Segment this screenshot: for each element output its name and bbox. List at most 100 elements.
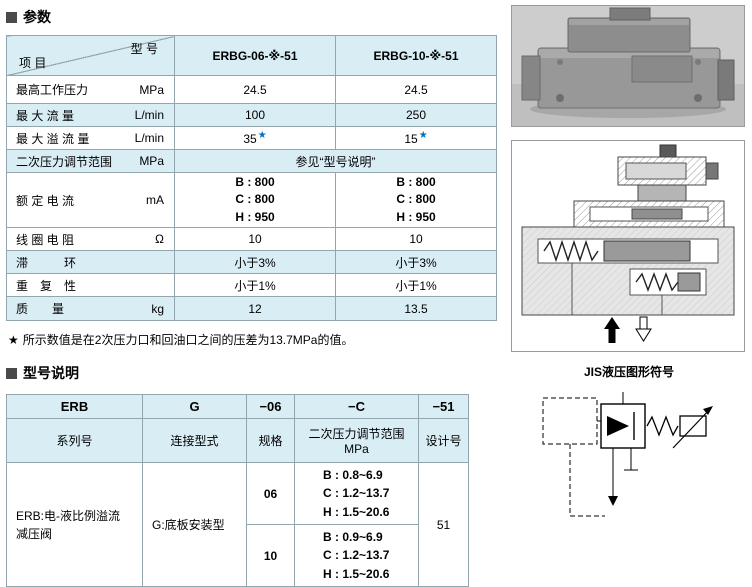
param-label-cell: 质 量 kg <box>6 296 175 322</box>
model-body-row-10: 10 B : 0.9~6.9 C : 1.2~13.7 H : 1.5~20.6 <box>7 524 469 587</box>
param-label-cell: 额 定 电 流 mA <box>6 171 175 229</box>
param-value-cell: 10 <box>174 227 336 252</box>
model-code-table: ERB G −06 −C −51 系列号 连接型式 规格 二次压力调节范围 MP… <box>6 394 469 587</box>
corner-top-label: 型 号 <box>130 42 158 56</box>
param-unit: MPa <box>139 82 164 97</box>
section-heading-model: 型号说明 <box>6 363 500 383</box>
param-unit: mA <box>146 193 164 208</box>
param-label: 额 定 电 流 <box>16 193 75 208</box>
param-value-cell: 35★ <box>174 126 336 150</box>
param-label-cell: 滞 环 <box>6 250 175 275</box>
param-row-max-pressure: 最高工作压力 MPa 24.5 24.5 <box>6 75 497 104</box>
subheader-size: 规格 <box>246 418 295 464</box>
param-label-cell: 重 复 性 <box>6 273 175 298</box>
param-unit: MPa <box>139 154 164 168</box>
corner-bottom-label: 项 目 <box>19 56 47 70</box>
param-label-cell: 最 大 流 量 L/min <box>6 103 175 127</box>
param-value-cell: B : 800 C : 800 H : 950 <box>335 171 497 229</box>
param-label-cell: 最高工作压力 MPa <box>6 75 175 104</box>
param-unit: Ω <box>155 232 164 247</box>
param-value-cell: 100 <box>174 103 336 127</box>
valve-photo <box>511 5 745 127</box>
corner-cell: 型 号 项 目 <box>6 35 175 76</box>
series-description: ERB:电-液比例溢流 减压阀 <box>6 462 143 587</box>
section-title-params: 参数 <box>23 9 51 25</box>
column-header-erbg10: ERBG-10-※-51 <box>335 35 497 76</box>
model-body-row-06: ERB:电-液比例溢流 减压阀 G:底板安装型 06 B : 0.8~6.9 C… <box>6 462 469 587</box>
hydraulic-symbol-image <box>542 392 713 517</box>
param-unit: L/min <box>134 108 164 122</box>
column-header-erbg06: ERBG-06-※-51 <box>174 35 336 76</box>
subheader-range: 二次压力调节范围 MPa <box>294 418 419 464</box>
table-footnote: ★所示数值是在2次压力口和回油口之间的压差为13.7MPa的值。 <box>8 331 500 348</box>
param-value: 15 <box>404 132 418 146</box>
param-value-cell: 13.5 <box>335 296 497 322</box>
param-value-cell: 小于3% <box>174 250 336 275</box>
section-bullet-icon <box>6 11 17 23</box>
range-values-06: B : 0.8~6.9 C : 1.2~13.7 H : 1.5~20.6 <box>294 462 419 526</box>
param-value-cell: 24.5 <box>174 75 336 104</box>
footnote-star: ★ <box>8 333 19 348</box>
param-row-coil-resistance: 线 圈 电 阻 Ω 10 10 <box>6 227 497 252</box>
param-value-cell: 小于1% <box>335 273 497 298</box>
footnote-marker-star: ★ <box>257 130 267 141</box>
param-label: 滞 环 <box>16 255 77 270</box>
params-header-row: 型 号 项 目 ERBG-06-※-51 ERBG-10-※-51 <box>6 35 497 76</box>
jis-hydraulic-symbol <box>535 384 747 555</box>
param-label-cell: 线 圈 电 阻 Ω <box>6 227 175 252</box>
param-label: 最 大 流 量 <box>16 108 75 123</box>
right-column: JIS液压图形符号 <box>511 5 747 555</box>
param-row-rated-current: 额 定 电 流 mA B : 800 C : 800 H : 950 B : 8… <box>6 171 497 229</box>
param-row-max-flow: 最 大 流 量 L/min 100 250 <box>6 103 497 127</box>
footnote-text: 所示数值是在2次压力口和回油口之间的压差为13.7MPa的值。 <box>22 333 354 348</box>
model-subheader-row: 系列号 连接型式 规格 二次压力调节范围 MPa 设计号 <box>6 418 469 464</box>
jis-symbol-label: JIS液压图形符号 <box>583 365 674 379</box>
subheader-connection: 连接型式 <box>142 418 247 464</box>
connection-description: G:底板安装型 <box>142 462 247 587</box>
parameters-table: 型 号 项 目 ERBG-06-※-51 ERBG-10-※-51 最高工作压力… <box>6 35 497 322</box>
param-value-cell: 15★ <box>335 126 497 150</box>
param-unit: L/min <box>134 131 164 145</box>
param-value-cell: 小于3% <box>335 250 497 275</box>
model-code-series: ERB <box>6 394 143 420</box>
param-value-merged-cell: 参见“型号说明” <box>174 149 497 173</box>
param-value-cell: 24.5 <box>335 75 497 104</box>
param-value-cell: 12 <box>174 296 336 322</box>
param-value-cell: B : 800 C : 800 H : 950 <box>174 171 336 229</box>
param-row-mass: 质 量 kg 12 13.5 <box>6 296 497 322</box>
param-unit: kg <box>151 301 164 316</box>
param-label: 最 大 溢 流 量 <box>16 131 90 146</box>
param-value-cell: 10 <box>335 227 497 252</box>
design-number: 51 <box>418 462 469 587</box>
left-column: 参数 型 号 项 目 ERBG-06-※-51 ERBG-10-※-51 最高工… <box>6 6 500 587</box>
param-value: B : 800 C : 800 H : 950 <box>235 175 275 224</box>
param-label: 重 复 性 <box>16 278 77 293</box>
param-value: 35 <box>243 132 257 146</box>
section-bullet-icon <box>6 367 17 379</box>
param-value: B : 800 C : 800 H : 950 <box>396 175 436 224</box>
param-row-repeatability: 重 复 性 小于1% 小于1% <box>6 273 497 298</box>
param-label: 最高工作压力 <box>16 83 89 97</box>
subheader-series: 系列号 <box>6 418 143 464</box>
size-value-06: 06 <box>246 462 295 526</box>
param-label-cell: 二次压力调节范围 MPa <box>6 149 175 173</box>
param-label: 二次压力调节范围 <box>16 154 113 169</box>
size-value-10: 10 <box>246 524 295 587</box>
model-code-connection: G <box>142 394 247 420</box>
cross-section-diagram <box>511 140 745 352</box>
cross-section-image <box>521 144 735 343</box>
param-value-cell: 小于1% <box>174 273 336 298</box>
param-row-hysteresis: 滞 环 小于3% 小于3% <box>6 250 497 275</box>
param-value-cell: 250 <box>335 103 497 127</box>
model-code-design: −51 <box>418 394 469 420</box>
section-title-model: 型号说明 <box>23 365 79 382</box>
param-row-secondary-pressure-range: 二次压力调节范围 MPa 参见“型号说明” <box>6 149 497 173</box>
section-heading-params: 参数 <box>6 7 500 27</box>
param-row-max-relief-flow: 最 大 溢 流 量 L/min 35★ 15★ <box>6 126 497 150</box>
model-header-row: ERB G −06 −C −51 <box>6 394 469 420</box>
valve-photo-image <box>512 6 744 126</box>
param-label: 质 量 <box>16 302 65 317</box>
param-label: 线 圈 电 阻 <box>16 232 75 247</box>
param-label-cell: 最 大 溢 流 量 L/min <box>6 126 175 150</box>
subheader-design: 设计号 <box>418 418 469 464</box>
